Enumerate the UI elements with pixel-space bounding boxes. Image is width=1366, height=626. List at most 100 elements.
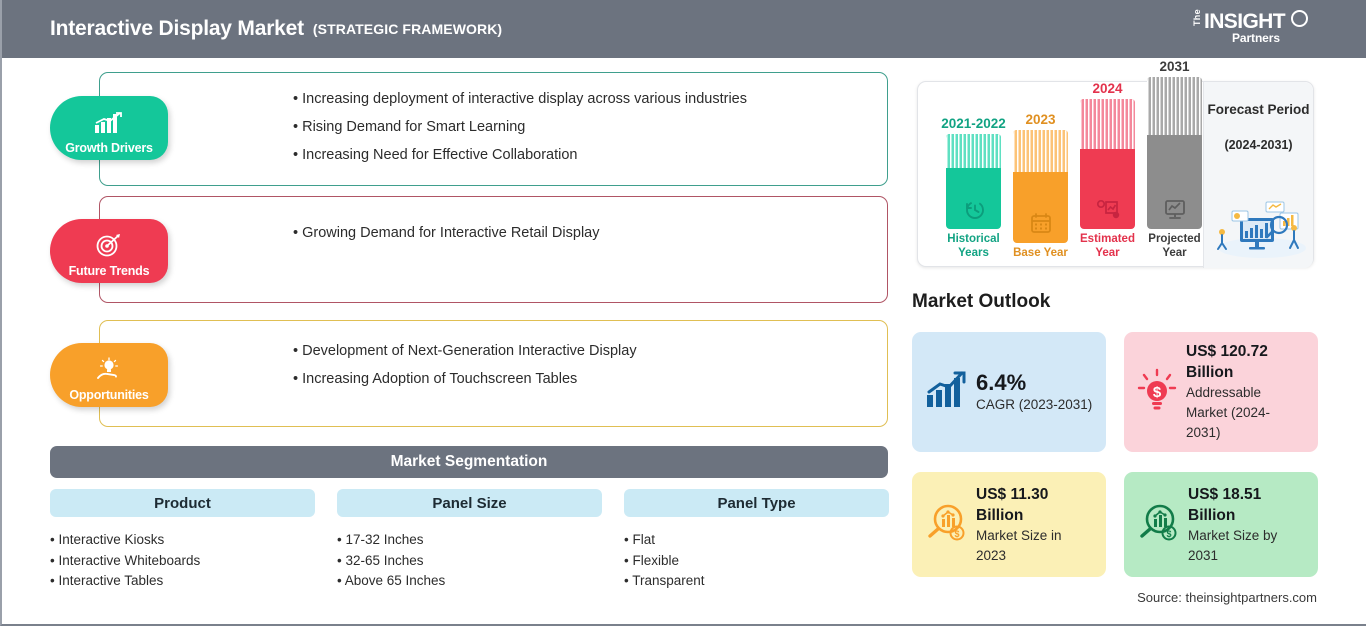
outlook-value: 6.4% [976, 369, 1027, 395]
bullet-item: Increasing deployment of interactive dis… [293, 85, 747, 113]
forecast-year-label: 2024 [1092, 81, 1123, 96]
clock-history-icon [946, 197, 1001, 221]
dollar-bulb-icon: $ [1137, 368, 1177, 417]
logo-insight-text: INSIGHT [1204, 10, 1286, 33]
list-item: Flexible [624, 551, 889, 572]
svg-text:$: $ [1153, 384, 1162, 401]
opportunities-box: Development of Next-Generation Interacti… [99, 320, 888, 427]
outlook-value-unit: Billion [976, 506, 1024, 524]
outlook-card-text: 6.4% CAGR (2023-2031) [976, 370, 1092, 415]
segmentation-column-panel-type: Panel Type Flat Flexible Transparent [624, 489, 889, 592]
bar-chart-growth-icon [94, 112, 124, 139]
bullet-item: Development of Next-Generation Interacti… [293, 337, 636, 365]
bar-base [1013, 129, 1068, 243]
magnifier-chart-dollar-icon: $ [925, 502, 967, 547]
forecast-category-label: Estimated Year [1080, 233, 1135, 259]
outlook-value: US$ 11.30 [976, 485, 1049, 503]
forecast-year-label: 2021-2022 [941, 116, 1006, 131]
bullet-item: Increasing Need for Effective Collaborat… [293, 141, 747, 169]
segmentation-column-panel-size: Panel Size 17-32 Inches 32-65 Inches Abo… [337, 489, 602, 592]
forecast-period-panel: 2021-2022 Historical Years 2023 [917, 59, 1314, 268]
list-item: Transparent [624, 571, 889, 592]
svg-text:$: $ [954, 529, 959, 539]
future-trends-label: Future Trends [68, 264, 150, 278]
forecast-bars: 2021-2022 Historical Years 2023 [928, 59, 1202, 268]
segment-header: Product [50, 489, 315, 517]
list-item: Above 65 Inches [337, 571, 602, 592]
source-text: Source: theinsightpartners.com [1137, 590, 1317, 605]
forecast-period-title: Forecast Period [1207, 102, 1310, 117]
forecast-bar-historical: 2021-2022 Historical Years [941, 116, 1006, 260]
segment-header: Panel Size [337, 489, 602, 517]
future-trends-badge[interactable]: Future Trends [50, 219, 168, 283]
market-segmentation-title: Market Segmentation [50, 446, 888, 478]
outlook-card-cagr: 6.4% CAGR (2023-2031) [912, 332, 1106, 452]
bar-stripe [1013, 129, 1068, 172]
opportunities-badge[interactable]: Opportunities [50, 343, 168, 407]
logo-ring-icon [1291, 10, 1308, 27]
outlook-label: Market Size in 2023 [976, 527, 1062, 563]
segment-list: 17-32 Inches 32-65 Inches Above 65 Inche… [337, 530, 602, 592]
target-dart-icon [95, 233, 123, 262]
outlook-value: US$ 120.72 [1186, 343, 1268, 360]
logo-the-text: The [1192, 9, 1202, 26]
segment-list: Interactive Kiosks Interactive Whiteboar… [50, 530, 315, 592]
segment-header: Panel Type [624, 489, 889, 517]
list-item: 17-32 Inches [337, 530, 602, 551]
forecast-category-label: Base Year [1013, 246, 1068, 259]
forecast-period-sidebar: Forecast Period (2024-2031) [1203, 82, 1313, 268]
insight-partners-logo: The INSIGHT Partners [1192, 8, 1310, 50]
outlook-card-market-size-2023: $ US$ 11.30 Billion Market Size in 2023 [912, 472, 1106, 577]
bullet-item: Rising Demand for Smart Learning [293, 113, 747, 141]
list-item: Interactive Kiosks [50, 530, 315, 551]
projection-screen-icon [1147, 197, 1202, 221]
growth-drivers-box: Increasing deployment of interactive dis… [99, 72, 888, 186]
outlook-value-unit: Billion [1188, 506, 1236, 524]
svg-text:$: $ [1166, 529, 1171, 539]
outlook-card-text: US$ 11.30 Billion Market Size in 2023 [976, 484, 1086, 566]
calendar-icon [1013, 211, 1068, 235]
bar-stripe [1080, 99, 1135, 149]
opportunities-label: Opportunities [69, 388, 149, 402]
forecast-category-label: Projected Year [1148, 233, 1201, 259]
page-header: Interactive Display Market (STRATEGIC FR… [2, 0, 1366, 58]
future-trends-bullets: Growing Demand for Interactive Retail Di… [248, 197, 599, 247]
outlook-label: CAGR (2023-2031) [976, 396, 1093, 412]
outlook-card-text: US$ 18.51 Billion Market Size by 2031 [1188, 484, 1298, 566]
forecast-bar-base: 2023 B [1013, 112, 1068, 261]
list-item: Interactive Whiteboards [50, 551, 315, 572]
magnifier-chart-dollar-icon: $ [1137, 502, 1179, 547]
outlook-card-market-size-2031: $ US$ 18.51 Billion Market Size by 2031 [1124, 472, 1318, 577]
list-item: Flat [624, 530, 889, 551]
forecast-bar-estimated: 2024 Estimated Year [1080, 81, 1135, 260]
outlook-card-addressable-market: $ US$ 120.72 Billion Addressable Market … [1124, 332, 1318, 452]
outlook-value: US$ 18.51 [1188, 485, 1262, 503]
outlook-card-text: US$ 120.72 Billion Addressable Market (2… [1186, 341, 1301, 443]
bar-estimated [1080, 99, 1135, 229]
bullet-item: Increasing Adoption of Touchscreen Table… [293, 365, 637, 393]
lightbulb-hand-icon [94, 357, 124, 386]
growth-drivers-label: Growth Drivers [65, 141, 153, 155]
page-title: Interactive Display Market [50, 17, 304, 40]
bar-projected [1147, 77, 1202, 229]
data-analytics-illustration [1210, 198, 1308, 260]
outlook-label: Market Size by 2031 [1188, 527, 1278, 563]
outlook-value-unit: Billion [1186, 364, 1234, 381]
growth-drivers-badge[interactable]: Growth Drivers [50, 96, 168, 160]
market-outlook-title: Market Outlook [912, 291, 1051, 312]
future-trends-box: Growing Demand for Interactive Retail Di… [99, 196, 888, 303]
opportunities-bullets: Development of Next-Generation Interacti… [248, 321, 637, 393]
bar-chart-arrow-icon [925, 371, 967, 414]
growth-drivers-bullets: Increasing deployment of interactive dis… [248, 73, 747, 169]
list-item: 32-65 Inches [337, 551, 602, 572]
forecast-bar-projected: 2031 Projected Year [1147, 59, 1202, 260]
bar-historical [946, 134, 1001, 229]
page-subtitle: (STRATEGIC FRAMEWORK) [312, 21, 503, 37]
list-item: Interactive Tables [50, 571, 315, 592]
segmentation-column-product: Product Interactive Kiosks Interactive W… [50, 489, 315, 592]
forecast-category-label: Historical Years [947, 233, 1000, 259]
outlook-label: Addressable Market (2024-2031) [1186, 385, 1271, 440]
forecast-year-label: 2031 [1159, 59, 1190, 74]
segment-list: Flat Flexible Transparent [624, 530, 889, 592]
